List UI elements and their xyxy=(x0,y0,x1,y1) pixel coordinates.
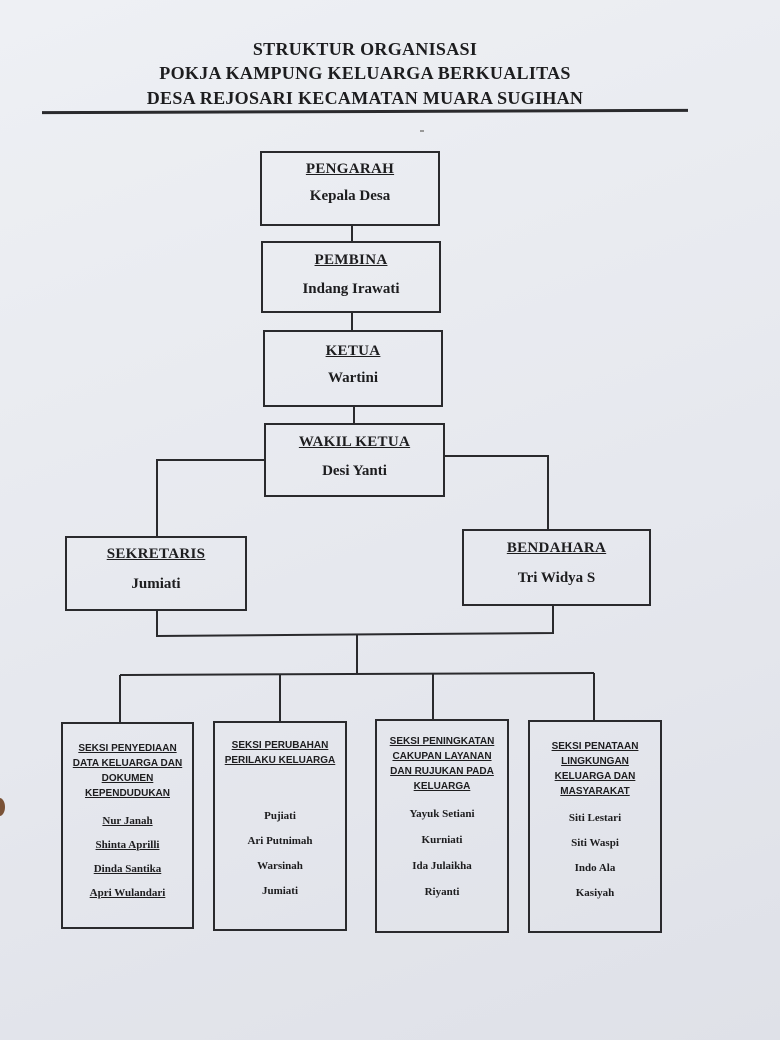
seksi-1-title-line: DATA KELUARGA DAN xyxy=(72,758,183,769)
seksi-4-member: Siti Waspi xyxy=(571,837,619,849)
seksi-1-member: Dinda Santika xyxy=(93,863,162,875)
seksi-box-2: SEKSI PERUBAHAN PERILAKU KELUARGA Pujiat… xyxy=(213,721,347,931)
ketua-name: Wartini xyxy=(327,370,378,386)
seksi-2-title: SEKSI PERUBAHAN PERILAKU KELUARGA xyxy=(215,738,345,768)
seksi-box-1: SEKSI PENYEDIAAN DATA KELUARGA DAN DOKUM… xyxy=(61,722,194,929)
ketua-box: KETUA Wartini xyxy=(263,330,443,407)
connector-wakil-sekretaris xyxy=(156,459,265,537)
pengarah-name: Kepala Desa xyxy=(309,188,391,204)
seksi-2-member: Jumiati xyxy=(261,885,299,897)
ketua-role: KETUA xyxy=(325,343,381,359)
seksi-3-title: SEKSI PENINGKATAN CAKUPAN LAYANAN DAN RU… xyxy=(377,734,507,794)
connector-seksi-bar xyxy=(119,672,595,676)
seksi-2-member: Ari Putnimah xyxy=(247,835,313,847)
seksi-3-title-line: DAN RUJUKAN PADA xyxy=(390,766,494,777)
seksi-1-title-line: SEKSI PENYEDIAAN xyxy=(78,743,177,754)
bendahara-box: BENDAHARA Tri Widya S xyxy=(462,529,651,606)
seksi-box-3: SEKSI PENINGKATAN CAKUPAN LAYANAN DAN RU… xyxy=(375,719,509,933)
connector-sekretaris-bendahara xyxy=(156,606,554,638)
wakil-ketua-role: WAKIL KETUA xyxy=(298,434,411,450)
seksi-3-member: Yayuk Setiani xyxy=(409,808,475,820)
seksi-3-title-line: CAKUPAN LAYANAN xyxy=(392,751,492,762)
seksi-1-title: SEKSI PENYEDIAAN DATA KELUARGA DAN DOKUM… xyxy=(63,741,192,801)
sekretaris-box: SEKRETARIS Jumiati xyxy=(65,536,247,611)
bendahara-name: Tri Widya S xyxy=(517,570,596,586)
pengarah-role: PENGARAH xyxy=(305,161,395,177)
seksi-4-member: Indo Ala xyxy=(574,862,616,874)
sekretaris-role: SEKRETARIS xyxy=(106,546,206,562)
document-title-line-1: STRUKTUR ORGANISASI xyxy=(252,39,478,59)
sekretaris-name: Jumiati xyxy=(131,576,181,592)
pembina-name: Indang Irawati xyxy=(302,281,400,297)
document-title-line-3: DESA REJOSARI KECAMATAN MUARA SUGIHAN xyxy=(146,88,584,108)
seksi-1-member: Nur Janah xyxy=(102,815,153,827)
seksi-4-title-line: MASYARAKAT xyxy=(560,786,630,797)
seksi-4-member: Siti Lestari xyxy=(568,812,622,824)
connector-wakil-bendahara xyxy=(445,455,549,530)
wakil-ketua-name: Desi Yanti xyxy=(322,463,387,479)
seksi-2-member: Pujiati xyxy=(264,810,296,822)
seksi-1-title-line: DOKUMEN xyxy=(101,773,154,784)
seksi-4-title-line: LINGKUNGAN xyxy=(561,756,629,767)
wakil-ketua-box: WAKIL KETUA Desi Yanti xyxy=(264,423,445,497)
seksi-3-title-line: SEKSI PENINGKATAN xyxy=(389,736,495,747)
seksi-3-title-line: KELUARGA xyxy=(413,781,471,792)
seksi-3-member: Ida Julaikha xyxy=(412,860,472,872)
seksi-2-member: Warsinah xyxy=(257,860,303,872)
pengarah-box: PENGARAH Kepala Desa xyxy=(260,151,440,226)
document-title-line-2: POKJA KAMPUNG KELUARGA BERKUALITAS xyxy=(159,63,571,83)
seksi-3-member: Riyanti xyxy=(424,886,460,898)
seksi-1-member: Shinta Aprilli xyxy=(95,839,160,851)
paper-edge-mark xyxy=(0,798,5,816)
seksi-1-title-line: KEPENDUDUKAN xyxy=(84,788,170,799)
seksi-2-title-line: PERILAKU KELUARGA xyxy=(224,755,336,766)
seksi-4-title-line: SEKSI PENATAAN xyxy=(551,741,639,752)
seksi-3-member: Kurniati xyxy=(421,834,463,846)
seksi-box-4: SEKSI PENATAAN LINGKUNGAN KELUARGA DAN M… xyxy=(528,720,662,933)
seksi-2-title-line: SEKSI PERUBAHAN xyxy=(231,740,329,751)
seksi-1-member: Apri Wulandari xyxy=(89,887,166,899)
bendahara-role: BENDAHARA xyxy=(506,540,607,556)
seksi-4-member: Kasiyah xyxy=(575,887,615,899)
pembina-box: PEMBINA Indang Irawati xyxy=(261,241,441,313)
seksi-4-title: SEKSI PENATAAN LINGKUNGAN KELUARGA DAN M… xyxy=(530,739,660,799)
seksi-4-title-line: KELUARGA DAN xyxy=(554,771,636,782)
paper-speck xyxy=(420,130,424,132)
pembina-role: PEMBINA xyxy=(314,252,388,268)
